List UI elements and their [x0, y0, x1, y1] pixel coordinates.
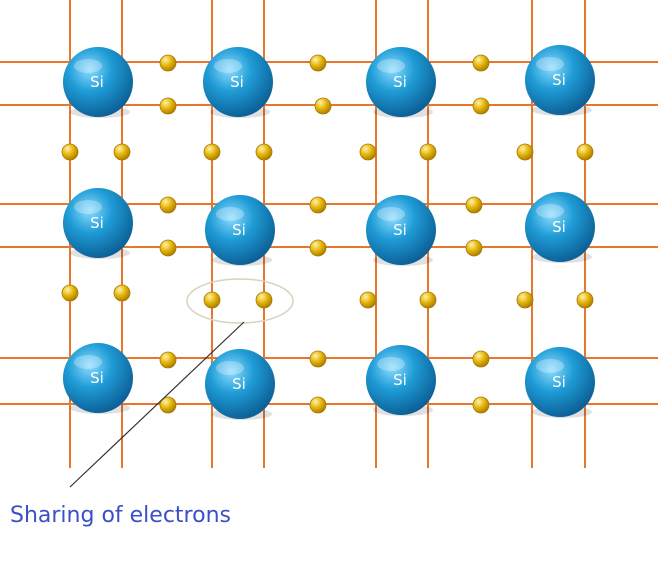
atom-highlight [74, 355, 102, 369]
electron-dot [255, 291, 273, 309]
electron-dot [465, 239, 483, 257]
atom-label-si: Si [232, 375, 246, 393]
silicon-atom: Si [525, 192, 595, 263]
electron-dot [576, 291, 594, 309]
annotation-pointer-line [69, 321, 245, 488]
atom-label-si: Si [393, 371, 407, 389]
electron-dot [113, 143, 131, 161]
electron-dot [314, 97, 332, 115]
electron-dot [472, 396, 490, 414]
silicon-atom: Si [366, 47, 436, 118]
electron-dot [159, 196, 177, 214]
electron-dot [159, 97, 177, 115]
electron-dot [516, 291, 534, 309]
atom-sphere [525, 192, 595, 262]
atom-highlight [377, 59, 405, 73]
caption-sharing-of-electrons: Sharing of electrons [10, 503, 231, 528]
electron-dot [309, 350, 327, 368]
atom-highlight [74, 200, 102, 214]
electron-dot [159, 396, 177, 414]
electron-dot [113, 284, 131, 302]
atom-highlight [536, 204, 564, 218]
atom-sphere [366, 47, 436, 117]
silicon-atom: Si [203, 47, 273, 118]
electron-dot [255, 143, 273, 161]
shared-electrons [61, 54, 594, 414]
atom-highlight [536, 57, 564, 71]
atom-highlight [536, 359, 564, 373]
electron-dot [61, 284, 79, 302]
atom-highlight [216, 207, 244, 221]
electron-dot [419, 143, 437, 161]
atom-label-si: Si [90, 214, 104, 232]
electron-dot [309, 54, 327, 72]
atom-sphere [525, 347, 595, 417]
atom-label-si: Si [90, 73, 104, 91]
atom-sphere [63, 47, 133, 117]
atom-label-si: Si [552, 71, 566, 89]
atom-highlight [377, 357, 405, 371]
atom-highlight [214, 59, 242, 73]
atom-highlight [377, 207, 405, 221]
electron-dot [159, 351, 177, 369]
atom-label-si: Si [230, 73, 244, 91]
electron-dot [419, 291, 437, 309]
electron-dot [472, 350, 490, 368]
atom-label-si: Si [552, 218, 566, 236]
electron-dot [309, 239, 327, 257]
electron-dot [576, 143, 594, 161]
electron-dot [159, 239, 177, 257]
atom-highlight [74, 59, 102, 73]
electron-dot [359, 143, 377, 161]
atom-sphere [366, 345, 436, 415]
atom-sphere [63, 343, 133, 413]
atom-highlight [216, 361, 244, 375]
atom-sphere [205, 195, 275, 265]
atom-label-si: Si [393, 221, 407, 239]
electron-dot [516, 143, 534, 161]
shared-electron-pair-highlight [186, 278, 294, 324]
electron-dot [159, 54, 177, 72]
electron-dot [472, 97, 490, 115]
silicon-atom: Si [205, 195, 275, 266]
electron-dot [359, 291, 377, 309]
silicon-atom: Si [63, 47, 133, 118]
atom-label-si: Si [393, 73, 407, 91]
atom-sphere [205, 349, 275, 419]
atom-sphere [525, 45, 595, 115]
silicon-atom: Si [525, 347, 595, 418]
electron-dot [309, 396, 327, 414]
electron-dot [472, 54, 490, 72]
electron-dot [203, 143, 221, 161]
electron-dot [465, 196, 483, 214]
silicon-atom: Si [205, 349, 275, 420]
electron-dot [309, 196, 327, 214]
electron-dot [61, 143, 79, 161]
atom-label-si: Si [552, 373, 566, 391]
atom-label-si: Si [90, 369, 104, 387]
atom-label-si: Si [232, 221, 246, 239]
electron-dot [203, 291, 221, 309]
silicon-atom: Si [525, 45, 595, 116]
silicon-atom: Si [366, 345, 436, 416]
atom-sphere [203, 47, 273, 117]
atom-sphere [63, 188, 133, 258]
silicon-atom: Si [63, 188, 133, 259]
silicon-atom: Si [366, 195, 436, 266]
silicon-atom: Si [63, 343, 133, 414]
atom-sphere [366, 195, 436, 265]
